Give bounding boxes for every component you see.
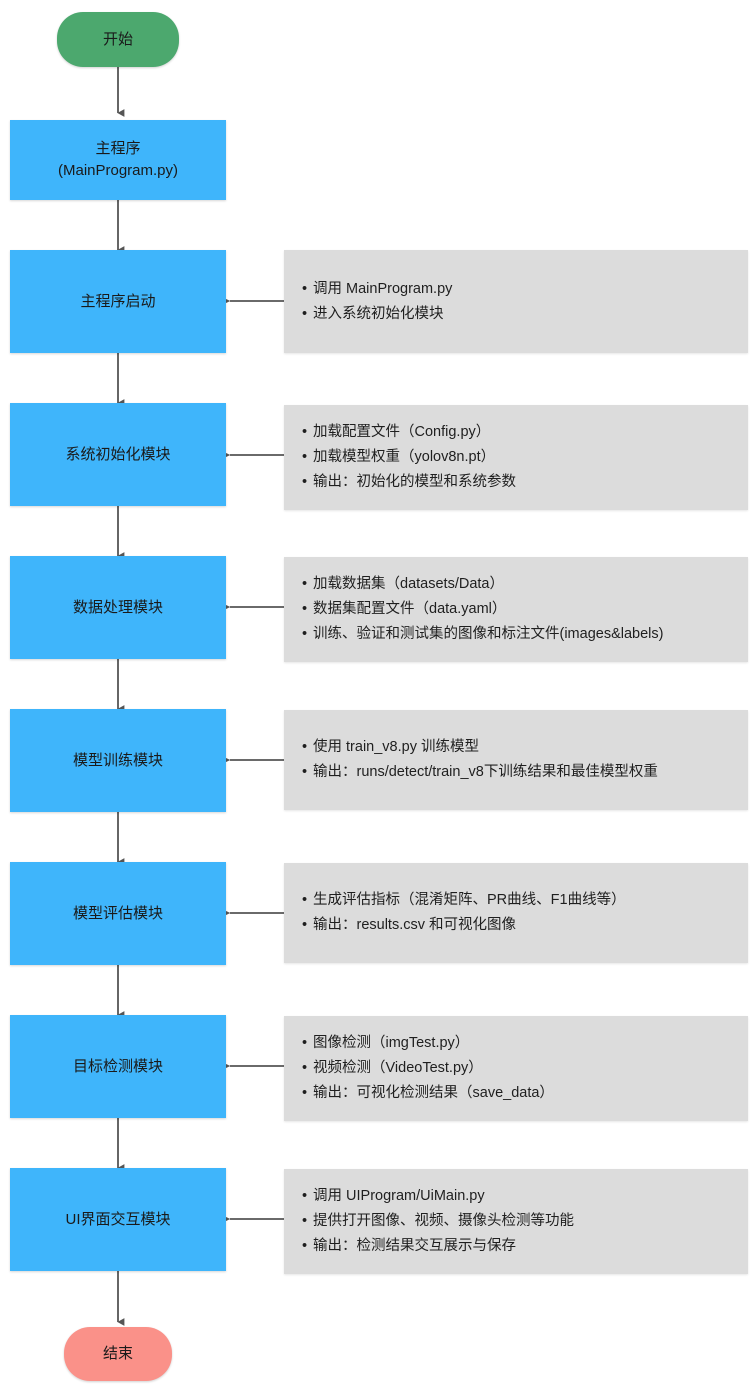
note-bullet-text: 图像检测（imgTest.py） [313, 1035, 470, 1052]
bullet-dot: • [302, 739, 308, 756]
note-bullet: • 训练、验证和测试集的图像和标注文件(images&labels) [302, 622, 734, 647]
note-bullet: • 加载数据集（datasets/Data） [302, 572, 734, 597]
bullet-dot: • [302, 1060, 308, 1077]
node-main-program-start-label: 主程序启动 [80, 292, 156, 310]
note-bullet-text: 加载模型权重（yolov8n.pt） [313, 449, 496, 466]
bullet-dot: • [302, 473, 308, 490]
node-main-program-label-2: (MainProgram.py) [57, 162, 179, 179]
node-model-training[interactable]: 模型训练模块 [10, 709, 226, 812]
bullet-dot: • [302, 449, 308, 466]
note-bullet-text: 调用 MainProgram.py [313, 280, 453, 297]
node-system-init-label: 系统初始化模块 [65, 445, 171, 463]
note-model-evaluation: • 生成评估指标（混淆矩阵、PR曲线、F1曲线等） • 输出：results.c… [284, 863, 748, 963]
bullet-dot: • [302, 892, 308, 909]
note-bullet: • 加载模型权重（yolov8n.pt） [302, 445, 734, 470]
note-bullet-text: 生成评估指标（混淆矩阵、PR曲线、F1曲线等） [313, 892, 626, 909]
bullet-dot: • [302, 424, 308, 441]
node-ui-interaction[interactable]: UI界面交互模块 [10, 1168, 226, 1271]
node-data-processing-label: 数据处理模块 [72, 598, 163, 616]
note-bullet-text: 进入系统初始化模块 [313, 305, 444, 322]
note-system-init: • 加载配置文件（Config.py） • 加载模型权重（yolov8n.pt）… [284, 405, 748, 510]
node-ui-interaction-label: UI界面交互模块 [65, 1210, 171, 1228]
bullet-dot: • [302, 1188, 308, 1205]
node-model-evaluation[interactable]: 模型评估模块 [10, 862, 226, 965]
note-bullet-text: 加载数据集（datasets/Data） [313, 576, 504, 593]
bullet-dot: • [302, 764, 308, 780]
note-bullet-text: 输出：results.csv 和可视化图像 [313, 917, 517, 933]
note-bullet: • 生成评估指标（混淆矩阵、PR曲线、F1曲线等） [302, 888, 734, 913]
node-end[interactable]: 结束 [64, 1327, 172, 1381]
node-object-detection-label: 目标检测模块 [72, 1057, 163, 1075]
note-bullet-text: 调用 UIProgram/UiMain.py [313, 1188, 485, 1205]
node-main-program-label-1: 主程序 [95, 140, 141, 158]
note-bullet-text: 加载配置文件（Config.py） [313, 424, 491, 441]
bullet-dot: • [302, 625, 308, 642]
note-bullet: • 调用 UIProgram/UiMain.py [302, 1184, 734, 1209]
node-main-program[interactable]: 主程序 (MainProgram.py) [10, 120, 226, 200]
note-main-program-start: • 调用 MainProgram.py • 进入系统初始化模块 [284, 250, 748, 353]
note-bullet: • 图像检测（imgTest.py） [302, 1031, 734, 1056]
note-model-training: • 使用 train_v8.py 训练模型 • 输出：runs/detect/t… [284, 710, 748, 810]
bullet-dot: • [302, 1084, 308, 1101]
note-ui-interaction: • 调用 UIProgram/UiMain.py • 提供打开图像、视频、摄像头… [284, 1169, 748, 1274]
bullet-dot: • [302, 601, 308, 618]
bullet-dot: • [302, 1213, 308, 1230]
note-bullet: • 数据集配置文件（data.yaml） [302, 597, 734, 622]
node-data-processing[interactable]: 数据处理模块 [10, 556, 226, 659]
note-bullet-text: 训练、验证和测试集的图像和标注文件(images&labels) [313, 625, 664, 642]
note-object-detection: • 图像检测（imgTest.py） • 视频检测（VideoTest.py） … [284, 1016, 748, 1121]
bullet-dot: • [302, 305, 308, 322]
note-bullet-text: 提供打开图像、视频、摄像头检测等功能 [313, 1213, 574, 1230]
note-bullet: • 输出：初始化的模型和系统参数 [302, 470, 734, 495]
note-bullet-text: 输出：检测结果交互展示与保存 [313, 1237, 516, 1254]
node-start-label: 开始 [102, 30, 133, 48]
note-bullet: • 输出：results.csv 和可视化图像 [302, 913, 734, 938]
bullet-dot: • [302, 1035, 308, 1052]
note-bullet-text: 输出：可视化检测结果（save_data） [313, 1084, 554, 1101]
note-bullet-text: 使用 train_v8.py 训练模型 [313, 739, 479, 756]
bullet-dot: • [302, 576, 308, 593]
note-bullet: • 进入系统初始化模块 [302, 302, 734, 327]
note-bullet-text: 视频检测（VideoTest.py） [313, 1060, 483, 1077]
node-model-evaluation-label: 模型评估模块 [72, 904, 163, 922]
node-end-label: 结束 [102, 1345, 133, 1363]
note-bullet: • 输出：检测结果交互展示与保存 [302, 1234, 734, 1259]
note-bullet: • 输出：可视化检测结果（save_data） [302, 1081, 734, 1106]
bullet-dot: • [302, 280, 308, 297]
node-model-training-label: 模型训练模块 [72, 751, 163, 769]
note-bullet-text: 输出：runs/detect/train_v8下训练结果和最佳模型权重 [313, 764, 658, 780]
node-main-program-start[interactable]: 主程序启动 [10, 250, 226, 353]
bullet-dot: • [302, 1237, 308, 1254]
note-bullet-text: 数据集配置文件（data.yaml） [313, 601, 507, 618]
note-bullet: • 调用 MainProgram.py [302, 277, 734, 302]
note-bullet: • 加载配置文件（Config.py） [302, 420, 734, 445]
note-bullet-text: 输出：初始化的模型和系统参数 [313, 473, 516, 490]
node-system-init[interactable]: 系统初始化模块 [10, 403, 226, 506]
note-data-processing: • 加载数据集（datasets/Data） • 数据集配置文件（data.ya… [284, 557, 748, 662]
node-start[interactable]: 开始 [57, 12, 179, 67]
note-bullet: • 输出：runs/detect/train_v8下训练结果和最佳模型权重 [302, 760, 734, 785]
node-object-detection[interactable]: 目标检测模块 [10, 1015, 226, 1118]
note-bullet: • 视频检测（VideoTest.py） [302, 1056, 734, 1081]
bullet-dot: • [302, 917, 308, 933]
note-bullet: • 提供打开图像、视频、摄像头检测等功能 [302, 1209, 734, 1234]
note-bullet: • 使用 train_v8.py 训练模型 [302, 735, 734, 760]
